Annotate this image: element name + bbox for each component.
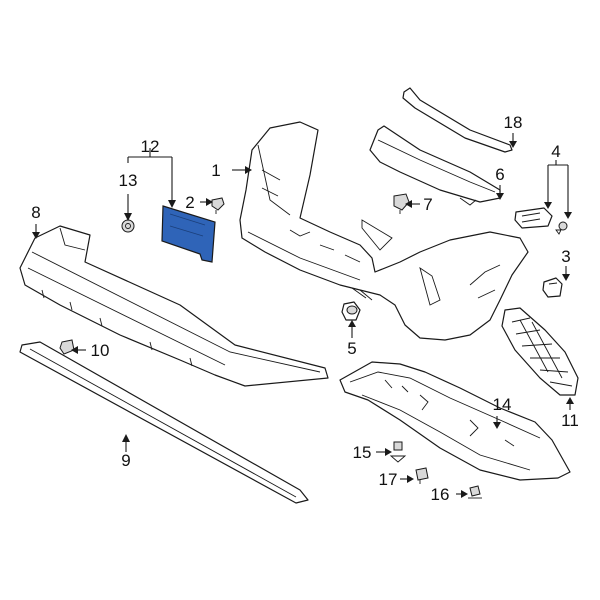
callout-3: 3 — [561, 247, 570, 266]
part-1-bumper-cover — [239, 121, 529, 341]
callout-18: 18 — [504, 113, 523, 132]
part-7-fastener — [393, 193, 410, 214]
callout-13: 13 — [119, 171, 138, 190]
part-16-bolt — [468, 485, 482, 499]
callout-15: 15 — [353, 443, 372, 462]
leader-lines — [32, 133, 574, 498]
callout-12: 12 — [141, 137, 160, 156]
callout-4: 4 — [551, 142, 560, 161]
part-13-bolt — [121, 219, 135, 233]
callout-11: 11 — [561, 411, 579, 430]
callout-9: 9 — [121, 451, 130, 470]
callout-6: 6 — [495, 165, 504, 184]
part-2-fastener — [211, 197, 225, 214]
callout-16: 16 — [431, 485, 450, 504]
part-9-lower-molding — [19, 341, 309, 504]
part-12-license-bracket — [161, 205, 216, 263]
part-8-lower-bumper-cover — [19, 225, 329, 387]
part-5-sensor-holder — [341, 301, 361, 321]
callout-7: 7 — [423, 195, 432, 214]
part-4-bracket — [514, 207, 568, 235]
part-18-upper-strip — [402, 87, 513, 153]
callout-1: 1 — [211, 161, 220, 180]
part-11-side-grille — [501, 307, 579, 396]
callout-labels: 1 2 3 4 5 6 7 8 9 10 11 12 13 14 15 16 1… — [31, 113, 579, 504]
part-15-clip — [389, 441, 407, 463]
part-14-under-cover — [339, 361, 571, 481]
callout-8: 8 — [31, 203, 40, 222]
callout-17: 17 — [379, 470, 398, 489]
part-3-clip — [542, 277, 563, 298]
part-10-fastener — [59, 339, 75, 355]
callout-5: 5 — [347, 339, 356, 358]
callout-10: 10 — [91, 341, 110, 360]
callout-2: 2 — [185, 193, 194, 212]
part-17-bolt — [415, 467, 429, 484]
part-6-upper-support — [369, 125, 501, 206]
callout-14: 14 — [493, 395, 512, 414]
